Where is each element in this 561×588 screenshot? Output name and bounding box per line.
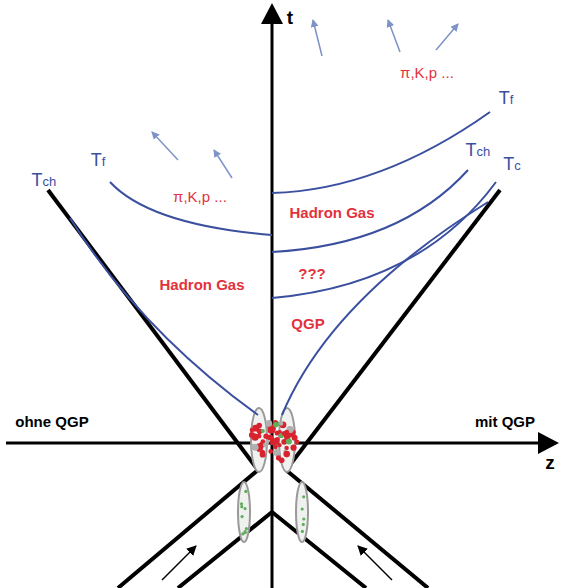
nucleon-dot	[240, 502, 243, 505]
phase-label: QGP	[291, 315, 324, 332]
phase-label: Hadron Gas	[290, 204, 375, 221]
particle-dot	[249, 432, 255, 438]
phase-label: Hadron Gas	[160, 276, 245, 293]
particle-dot	[263, 443, 268, 448]
nucleon-dot	[301, 507, 304, 510]
temperature-label: Tch	[32, 170, 57, 191]
particle-arrow	[436, 24, 458, 50]
nucleus	[251, 408, 267, 472]
nucleon-dot	[244, 490, 247, 493]
particle-dot	[283, 451, 290, 458]
nucleus	[238, 482, 250, 542]
qgp-formation-curve	[282, 202, 488, 415]
particle-dot	[250, 428, 255, 433]
beam-line	[286, 470, 428, 588]
nucleon-dot	[241, 515, 244, 518]
fireball-particles	[240, 420, 306, 536]
particle-arrow	[152, 132, 178, 160]
freezeout-curve	[110, 182, 272, 235]
axis-label: z	[545, 452, 555, 474]
beam-arrow	[358, 546, 392, 580]
particle-label: π,K,p ...	[173, 188, 227, 205]
particle-dot	[276, 455, 281, 460]
chemical-freezeout-curve	[70, 218, 258, 415]
t-axis	[271, 22, 274, 588]
nucleon-dot	[302, 495, 305, 498]
particle-dot	[286, 439, 292, 445]
particle-dot	[280, 421, 287, 428]
critical-curve	[272, 182, 496, 298]
temperature-label: Tf	[91, 150, 106, 171]
beam-line	[178, 512, 366, 588]
particle-dot	[273, 438, 279, 444]
temperature-label: Tch	[466, 140, 491, 161]
t-axis-head	[261, 3, 283, 24]
particle-arrow	[313, 20, 322, 56]
particle-dot	[276, 456, 281, 461]
particle-dot	[260, 450, 265, 455]
nucleon-dot	[240, 505, 243, 508]
temperature-label: Tc	[503, 154, 521, 175]
particle-dot	[266, 420, 273, 427]
axis-label: t	[287, 7, 293, 29]
particle-dot	[263, 434, 268, 439]
particle-label: π,K,p ...	[400, 64, 454, 81]
particle-dot	[273, 445, 278, 450]
particle-dot	[279, 421, 283, 425]
nucleon-dot	[244, 507, 247, 510]
particle-dot	[277, 443, 281, 447]
particle-dot	[273, 422, 278, 427]
nucleon-dot	[245, 527, 248, 530]
z-axis-head	[538, 432, 559, 454]
particle-arrow	[214, 150, 232, 178]
particle-arrow	[388, 20, 400, 52]
scenario-label: ohne QGP	[15, 413, 88, 430]
nucleon-dot	[302, 517, 305, 520]
particle-dot	[268, 427, 274, 433]
particle-dot	[273, 449, 280, 456]
light-cone-line	[286, 190, 500, 470]
particle-dot	[292, 435, 298, 441]
nucleus	[296, 482, 308, 542]
scenario-label: mit QGP	[475, 413, 535, 430]
nucleon-dot	[302, 523, 305, 526]
nucleon-dot	[301, 530, 304, 533]
temperature-label: Tf	[499, 88, 514, 109]
beam-arrow	[162, 546, 196, 580]
nucleon-dot	[244, 531, 247, 534]
particle-dot	[268, 449, 273, 454]
particle-dot	[284, 430, 289, 435]
particle-dot	[291, 445, 297, 451]
beam-line	[118, 470, 258, 588]
particle-dot	[261, 429, 265, 433]
phase-label: ???	[298, 265, 326, 282]
particle-dot	[252, 444, 259, 451]
